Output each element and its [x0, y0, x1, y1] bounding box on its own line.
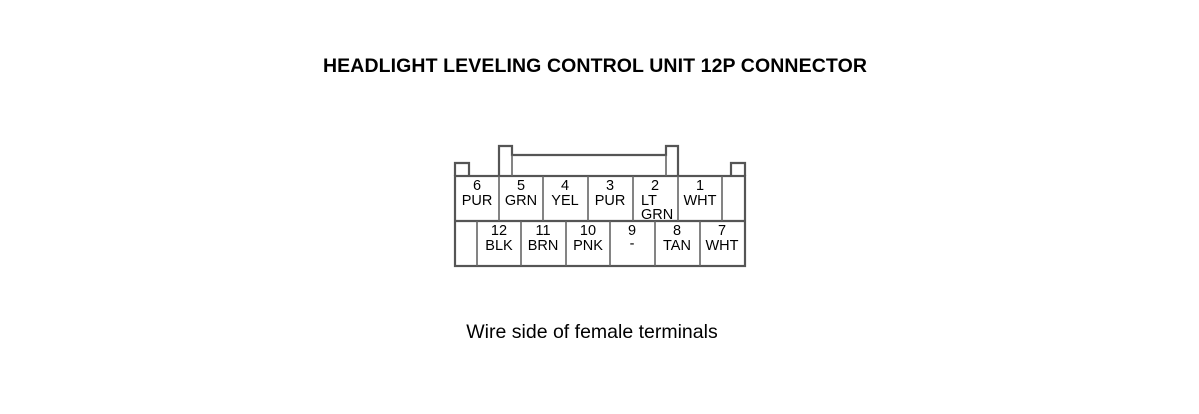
- terminal-12: 12 BLK: [485, 223, 513, 254]
- terminal-2-number: 2: [651, 178, 659, 194]
- terminal-3-wire-color: PUR: [595, 193, 626, 209]
- terminal-2: 2 LT GRN: [641, 178, 673, 223]
- terminal-6-wire-color: PUR: [462, 193, 493, 209]
- terminal-5-number: 5: [517, 178, 525, 194]
- bottom-row-dividers: [476, 221, 701, 266]
- terminal-6-number: 6: [473, 178, 481, 194]
- terminal-6: 6 PUR: [462, 178, 493, 209]
- terminal-4-number: 4: [561, 178, 569, 194]
- terminal-1-number: 1: [696, 178, 704, 194]
- diagram-title: HEADLIGHT LEVELING CONTROL UNIT 12P CONN…: [322, 55, 868, 77]
- terminal-4-wire-color: YEL: [551, 193, 578, 209]
- terminal-5-wire-color: GRN: [505, 193, 537, 209]
- terminal-12-number: 12: [491, 223, 507, 239]
- diagram-caption: Wire side of female terminals: [466, 321, 718, 343]
- terminal-11-wire-color: BRN: [528, 238, 559, 254]
- terminal-8-number: 8: [673, 223, 681, 239]
- terminal-1-wire-color: WHT: [683, 193, 716, 209]
- terminal-3: 3 PUR: [595, 178, 626, 209]
- terminal-11: 11 BRN: [528, 223, 559, 254]
- terminal-12-wire-color: BLK: [485, 238, 513, 254]
- terminal-4: 4 YEL: [551, 178, 578, 209]
- connector-housing: [453, 144, 747, 268]
- top-row-dividers: [498, 176, 723, 221]
- terminal-2-wire-color: LT: [641, 193, 657, 209]
- terminal-10-number: 10: [580, 223, 596, 239]
- terminal-10-wire-color: PNK: [573, 238, 603, 254]
- terminal-8-wire-color: TAN: [663, 238, 691, 254]
- terminal-7: 7 WHT: [705, 223, 738, 254]
- terminal-9-wire-color: -: [630, 236, 635, 252]
- terminal-1: 1 WHT: [683, 178, 716, 209]
- terminal-5: 5 GRN: [505, 178, 537, 209]
- terminal-7-number: 7: [718, 223, 726, 239]
- terminal-7-wire-color: WHT: [705, 238, 738, 254]
- terminal-8: 8 TAN: [663, 223, 691, 254]
- terminal-3-number: 3: [606, 178, 614, 194]
- terminal-9: 9 -: [628, 223, 636, 252]
- terminal-9-number: 9: [628, 223, 636, 239]
- terminal-10: 10 PNK: [573, 223, 603, 254]
- terminal-2-wire-color-line2: GRN: [641, 207, 673, 223]
- terminal-11-number: 11: [535, 223, 550, 239]
